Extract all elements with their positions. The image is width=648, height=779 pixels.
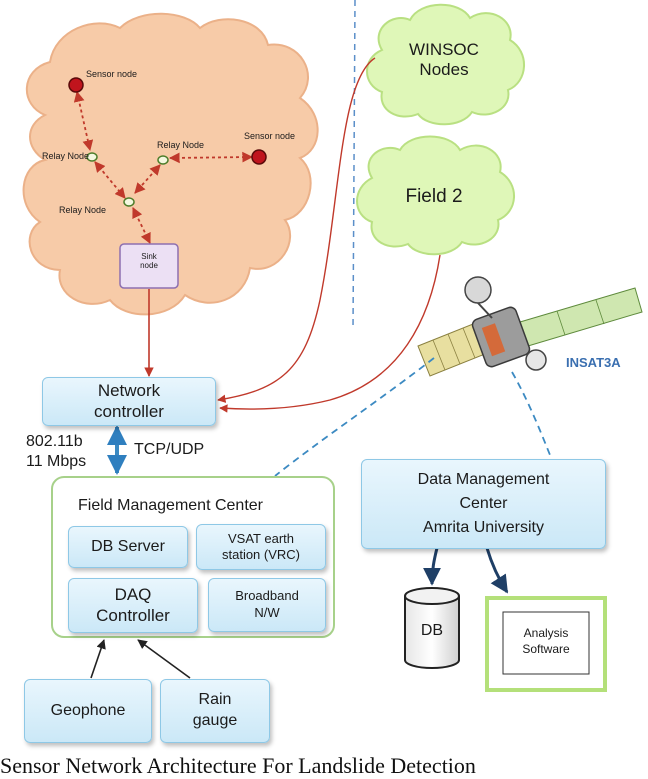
arrow-winsoc-to-controller bbox=[217, 57, 376, 403]
satellite-icon bbox=[417, 276, 643, 377]
relay-node-1 bbox=[86, 152, 98, 162]
analysis-software-label: Analysis Software bbox=[522, 626, 570, 657]
relay-node-2-label: Relay Node bbox=[157, 140, 205, 150]
data-management-center-box: Data Management Center Amrita University bbox=[361, 459, 606, 549]
sink-node bbox=[119, 243, 179, 289]
field2-label: Field 2 bbox=[405, 186, 463, 207]
sink-node-label: Sink node bbox=[140, 252, 158, 271]
link-relay3-sink bbox=[132, 207, 151, 244]
db-label: DB bbox=[420, 622, 444, 639]
fmc-title: Field Management Center bbox=[78, 497, 263, 514]
figure-caption: Sensor Network Architecture For Landslid… bbox=[0, 753, 476, 778]
winsoc-nodes-label: WINSOC Nodes bbox=[409, 40, 479, 79]
link-relay1-relay3 bbox=[94, 161, 126, 199]
sensor-node-1-label: Sensor node bbox=[86, 69, 138, 79]
rain-gauge-box: Rain gauge bbox=[160, 679, 270, 743]
arrow-dmc-to-analysis bbox=[485, 547, 509, 594]
field2-cloud bbox=[356, 135, 515, 256]
db-cylinder bbox=[404, 587, 460, 669]
protocol-label: TCP/UDP bbox=[134, 441, 205, 458]
arrow-raingauge-to-daq bbox=[137, 639, 191, 679]
link-sensor1-relay1 bbox=[73, 90, 94, 152]
arrow-dmc-to-db bbox=[423, 547, 442, 586]
sensor-node-1 bbox=[68, 77, 84, 93]
relay-node-2 bbox=[157, 155, 169, 165]
sensor-node-2 bbox=[251, 149, 267, 165]
broadband-box: Broadband N/W bbox=[208, 578, 326, 632]
link-relay2-relay3 bbox=[134, 164, 161, 194]
arrow-geophone-to-daq bbox=[90, 639, 106, 679]
winsoc-cloud bbox=[366, 3, 525, 126]
link-satellite-fmc bbox=[274, 357, 435, 477]
daq-controller-box: DAQ Controller bbox=[68, 578, 198, 633]
vsat-box: VSAT earth station (VRC) bbox=[196, 524, 326, 570]
relay-node-3-label: Relay Node bbox=[59, 205, 107, 215]
network-controller-box: Network controller bbox=[42, 377, 216, 426]
arrow-field2-to-controller bbox=[219, 254, 441, 413]
link-satellite-dmc bbox=[511, 371, 553, 461]
field-cloud bbox=[22, 12, 319, 316]
satellite-label: INSAT3A bbox=[566, 355, 621, 370]
db-server-box: DB Server bbox=[68, 526, 188, 568]
relay-node-1-label: Relay Node bbox=[42, 151, 90, 161]
link-relay2-sensor2 bbox=[168, 151, 254, 164]
relay-node-3 bbox=[123, 197, 135, 207]
separator-line bbox=[352, 0, 356, 331]
sensor-node-2-label: Sensor node bbox=[244, 131, 296, 141]
link-speed-label: 802.11b 11 Mbps bbox=[26, 433, 87, 470]
geophone-box: Geophone bbox=[24, 679, 152, 743]
analysis-software-inner bbox=[502, 611, 590, 675]
